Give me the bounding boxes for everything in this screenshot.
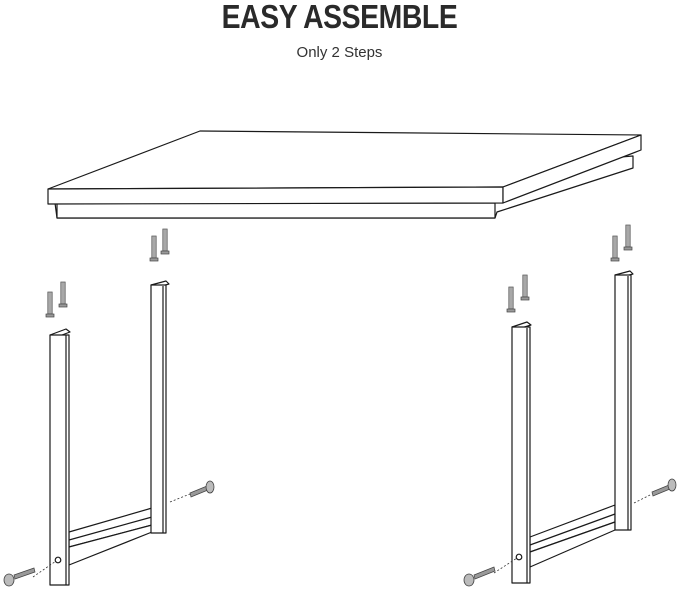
side-bolt-back-right-icon <box>651 478 677 497</box>
right-vertical-bolts <box>506 224 633 313</box>
left-leg-frame <box>49 280 170 586</box>
page-title: EASY ASSEMBLE <box>221 0 458 35</box>
page-subtitle: Only 2 Steps <box>296 44 383 61</box>
table-top <box>47 130 642 219</box>
side-bolt-front-left-icon <box>3 567 36 587</box>
side-bolt-front-right-icon <box>463 566 496 587</box>
left-side-bolts <box>3 480 215 587</box>
side-bolt-back-left-icon <box>189 480 215 498</box>
right-side-bolts <box>463 478 677 587</box>
right-leg-frame <box>511 270 634 584</box>
